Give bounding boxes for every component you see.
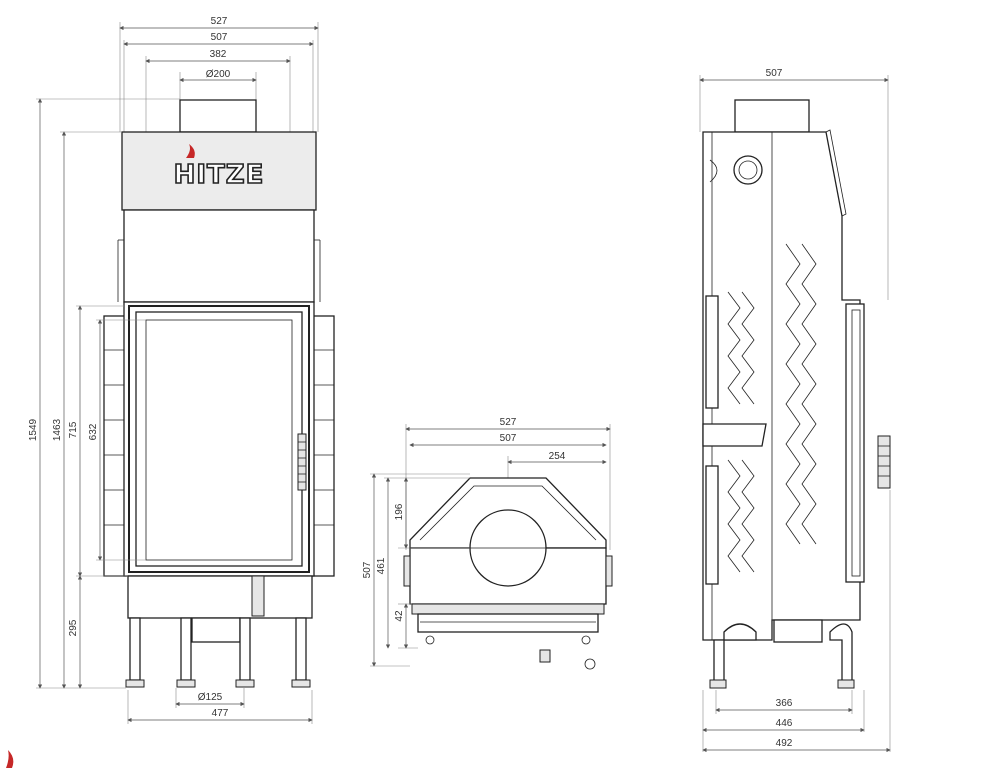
front-dim-382: 382 (210, 49, 227, 60)
flame-mark-icon (6, 750, 14, 768)
top-dim-507: 507 (500, 433, 517, 444)
side-view: 507 (699, 68, 891, 753)
front-view: 527 507 382 Ø200 HITZE (28, 16, 335, 724)
front-dim-477: 477 (212, 708, 229, 719)
front-dim-715: 715 (68, 421, 79, 438)
front-dim-527: 527 (211, 16, 228, 27)
top-dim-196: 196 (394, 503, 405, 520)
front-dim-1463: 1463 (52, 418, 63, 441)
top-dim-527: 527 (500, 417, 517, 428)
side-dim-446: 446 (776, 718, 793, 729)
front-dim-flue: Ø200 (206, 69, 231, 80)
front-dim-507: 507 (211, 32, 228, 43)
front-dim-1549: 1549 (28, 418, 39, 441)
top-dim-254: 254 (549, 451, 566, 462)
front-dim-leg-dia: Ø125 (198, 692, 223, 703)
top-dim-42: 42 (394, 610, 405, 622)
side-dim-492: 492 (776, 738, 793, 749)
top-view: 527 507 254 507 461 196 (362, 417, 613, 670)
side-dim-507: 507 (766, 68, 783, 79)
hitze-logo: HITZE (174, 160, 265, 190)
top-dim-461: 461 (376, 557, 387, 574)
flame-icon (186, 144, 195, 158)
front-dim-295: 295 (68, 619, 79, 636)
side-dim-366: 366 (776, 698, 793, 709)
front-dim-632: 632 (88, 423, 99, 440)
top-dim-507v: 507 (362, 561, 373, 578)
